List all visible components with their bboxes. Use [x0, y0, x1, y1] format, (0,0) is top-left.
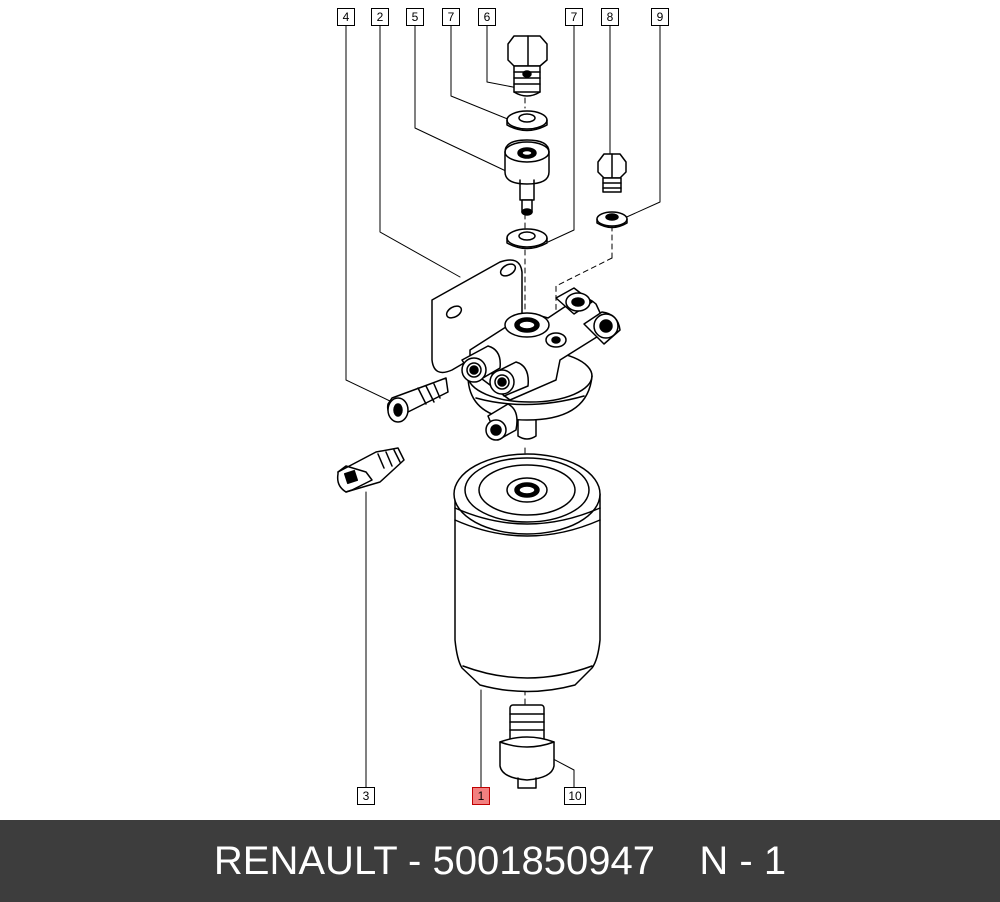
sensor-connector-part — [336, 447, 405, 493]
washer-upper-part — [506, 110, 548, 132]
banjo-fitting-part — [504, 139, 550, 216]
callout-7-upper: 7 — [442, 8, 460, 26]
callout-3: 3 — [357, 787, 375, 805]
callout-9: 9 — [651, 8, 669, 26]
bleed-screw-part — [597, 153, 627, 193]
part-number-banner: RENAULT - 5001850947 N - 1 — [0, 820, 1000, 902]
callout-10: 10 — [564, 787, 586, 805]
filter-head-part — [431, 259, 621, 441]
callout-8: 8 — [601, 8, 619, 26]
callout-5: 5 — [406, 8, 424, 26]
part-number-text: RENAULT - 5001850947 N - 1 — [213, 838, 787, 883]
callout-4: 4 — [337, 8, 355, 26]
temperature-sensor-part — [386, 377, 449, 423]
washer-lower-part — [506, 228, 548, 250]
callout-6: 6 — [478, 8, 496, 26]
banjo-bolt-part — [507, 35, 548, 97]
callout-1: 1 — [472, 787, 490, 805]
water-sensor-part — [499, 704, 555, 789]
leader-lines — [345, 25, 661, 788]
callout-7-lower: 7 — [565, 8, 583, 26]
filter-cartridge-part — [453, 453, 601, 693]
callout-2: 2 — [371, 8, 389, 26]
parts-diagram — [336, 25, 661, 789]
washer-small-part — [596, 211, 628, 229]
